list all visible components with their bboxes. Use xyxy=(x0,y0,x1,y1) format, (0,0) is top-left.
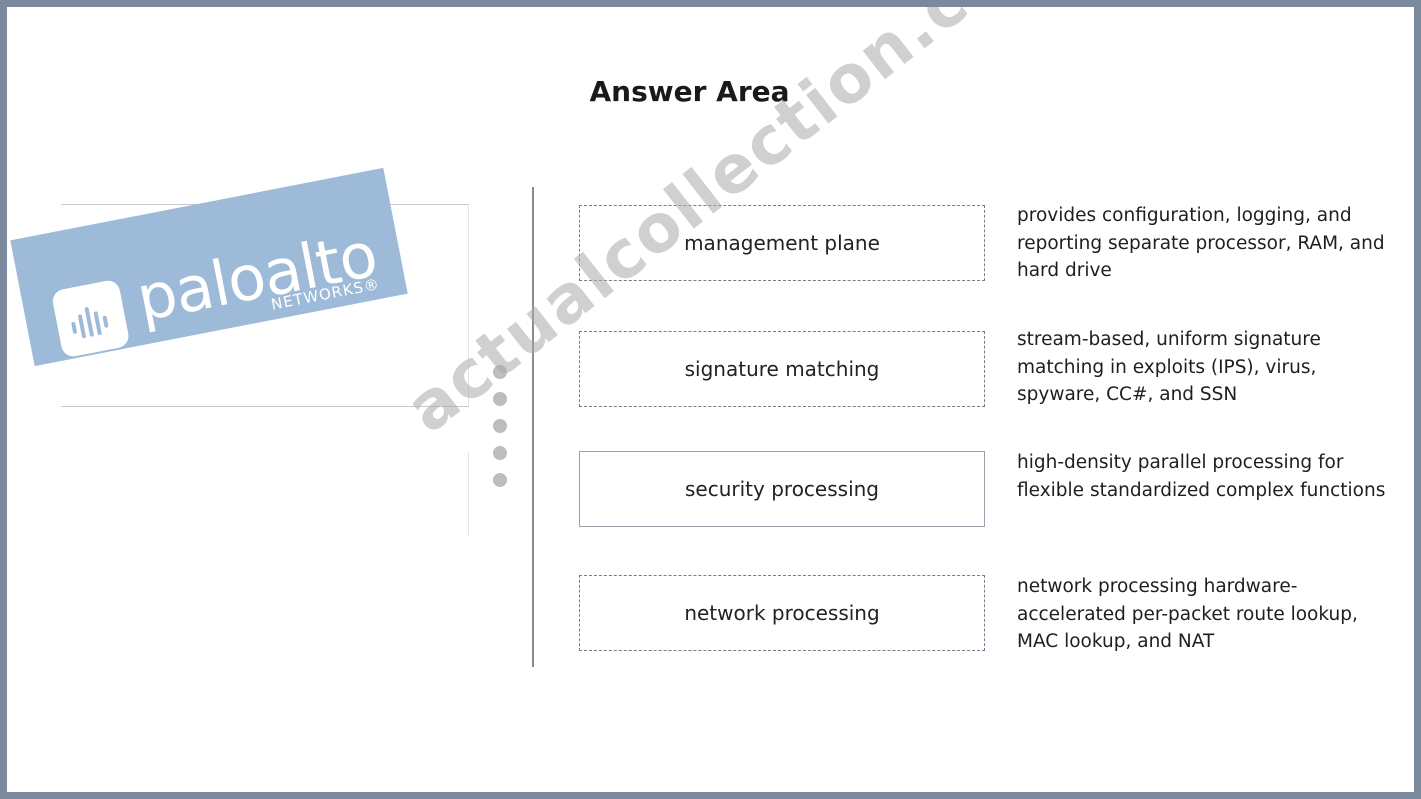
page-title: Answer Area xyxy=(589,75,790,108)
paloalto-logo: paloalto NETWORKS® xyxy=(10,167,408,367)
column-divider xyxy=(532,187,534,667)
drag-dot-icon xyxy=(493,446,507,460)
option-signature-matching[interactable]: signature matching xyxy=(579,331,985,407)
answer-area-panel: Answer Area paloalto NETWOR xyxy=(7,7,1414,792)
drop-zone-right-edge-lower xyxy=(468,452,469,537)
drop-zone-middle-line xyxy=(61,406,469,407)
option-security-processing[interactable]: security processing xyxy=(579,451,985,527)
option-network-processing[interactable]: network processing xyxy=(579,575,985,651)
paloalto-logo-icon xyxy=(50,278,131,359)
description-text: network processing hardware-accelerated … xyxy=(1017,576,1358,652)
description-text: provides configuration, logging, and rep… xyxy=(1017,205,1385,281)
drag-dot-icon xyxy=(493,473,507,487)
drop-zone-right-edge xyxy=(468,204,469,406)
drag-dot-icon xyxy=(493,392,507,406)
description-text: high-density parallel processing for fle… xyxy=(1017,452,1386,501)
drag-handle[interactable] xyxy=(493,365,507,500)
drag-dot-icon xyxy=(493,419,507,433)
drag-dot-icon xyxy=(493,365,507,379)
option-management-plane[interactable]: management plane xyxy=(579,205,985,281)
description-text: stream-based, uniform signature matching… xyxy=(1017,329,1321,405)
